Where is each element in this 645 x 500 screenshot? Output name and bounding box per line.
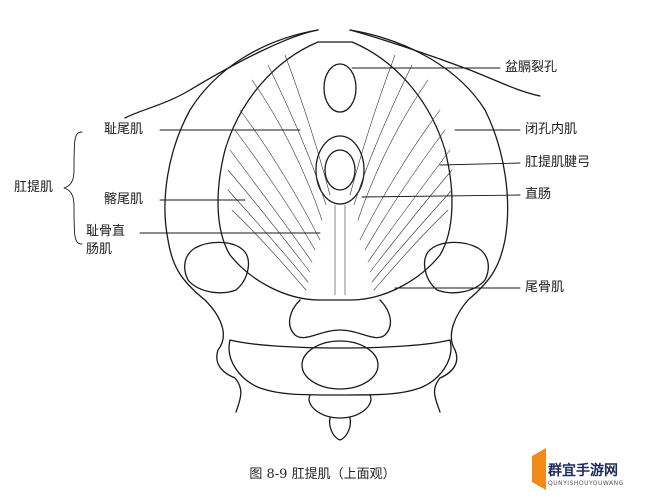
watermark-title: 群宜手游网 xyxy=(548,460,618,480)
leader-lines xyxy=(64,68,520,288)
obturator-foramen-right xyxy=(425,242,489,292)
obturator-foramen-left xyxy=(185,242,249,292)
label-rectum: 直肠 xyxy=(525,187,551,203)
label-pubococcygeus: 耻尾肌 xyxy=(104,122,143,138)
lower-vertebra xyxy=(309,395,371,418)
label-obturator-internus: 闭孔内肌 xyxy=(525,122,577,138)
label-iliococcygeus: 髂尾肌 xyxy=(104,192,143,208)
rectum-inner xyxy=(325,150,355,190)
watermark-subtitle: QUNYISHOUYOUWANG xyxy=(548,480,624,487)
pelvic-hiatus xyxy=(324,64,356,112)
label-puborectalis-1: 耻骨直 xyxy=(86,224,125,240)
label-levator-ani-group: 肛提肌 xyxy=(14,180,53,196)
sacrum-base xyxy=(229,340,451,395)
label-tendinous-arch: 肛提肌腱弓 xyxy=(525,155,590,171)
label-puborectalis-2: 肠肌 xyxy=(86,242,112,258)
label-pelvic-hiatus: 盆膈裂孔 xyxy=(505,60,557,76)
coccyx-tip xyxy=(330,418,351,440)
muscle-fibers xyxy=(228,55,452,295)
coccyx xyxy=(290,300,391,338)
label-coccygeus: 尾骨肌 xyxy=(525,280,564,296)
pelvic-outline xyxy=(165,30,508,412)
